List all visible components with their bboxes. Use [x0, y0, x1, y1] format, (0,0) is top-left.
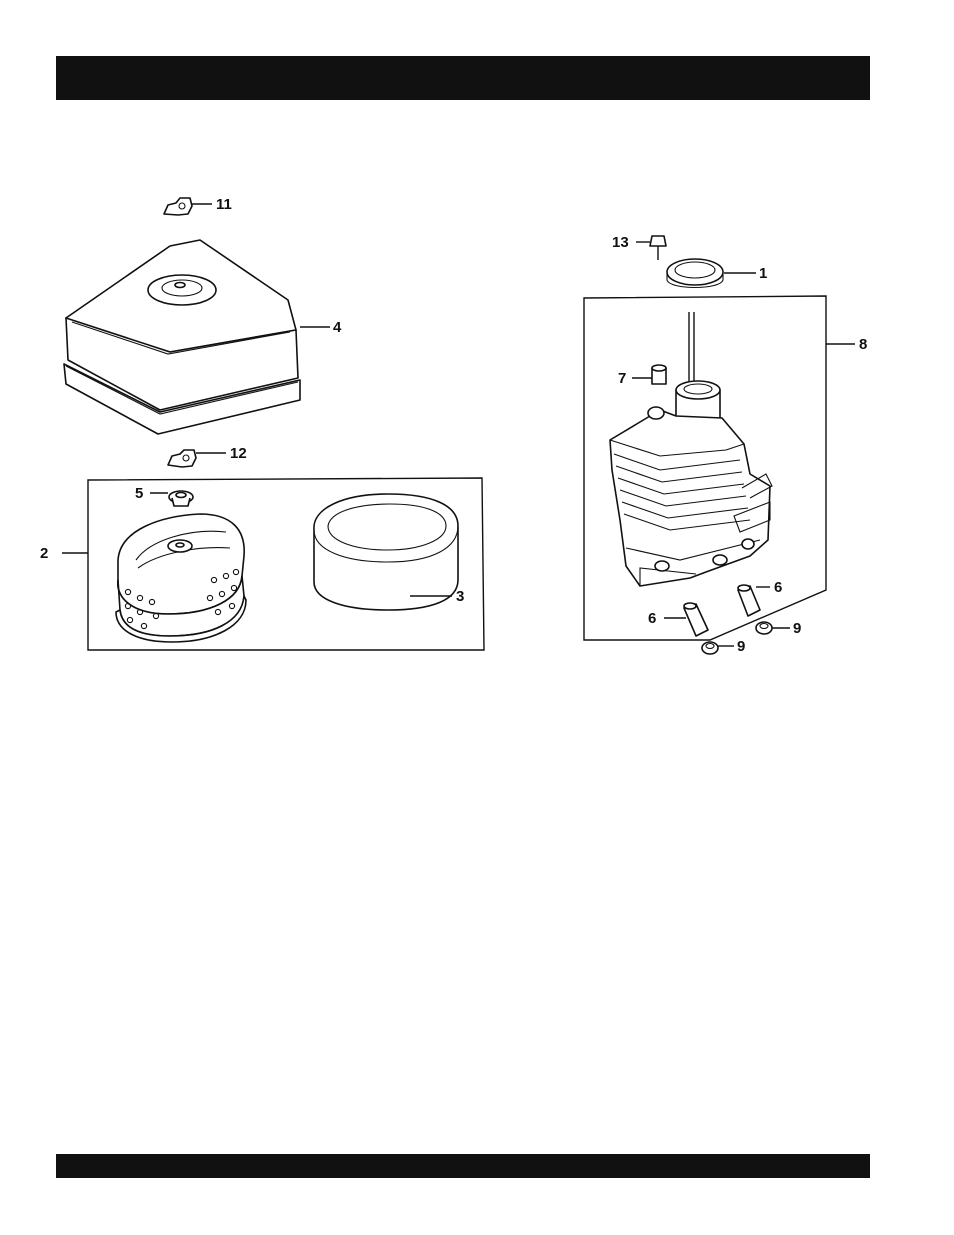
- callout-13: 13: [612, 234, 629, 251]
- collar-7: [632, 365, 666, 384]
- paper-filter-element-2: [116, 514, 246, 642]
- seal-ring-1: [667, 259, 756, 288]
- callout-11: 11: [216, 196, 232, 213]
- callout-6-right: 6: [774, 579, 782, 596]
- foam-pre-cleaner-3: [314, 494, 458, 610]
- callout-9-bottom: 9: [737, 638, 745, 655]
- exploded-parts-diagram: 11 4 12 2 5: [0, 0, 954, 700]
- callout-7: 7: [618, 370, 626, 387]
- callout-4: 4: [333, 319, 342, 336]
- callout-12: 12: [230, 445, 247, 462]
- bolt-13: [636, 236, 666, 260]
- footer-band: [56, 1154, 870, 1178]
- tube-6-right: [738, 585, 770, 616]
- callout-3: 3: [456, 588, 464, 605]
- grommet-5: [150, 491, 193, 506]
- cap-9-bottom: [702, 642, 734, 654]
- wing-nut-11: [164, 198, 212, 215]
- callout-2: 2: [40, 545, 48, 562]
- callout-6-left: 6: [648, 610, 656, 627]
- wing-nut-12: [168, 450, 226, 467]
- callout-8: 8: [859, 336, 867, 353]
- air-cleaner-cover-4: [64, 240, 330, 434]
- callout-9-right: 9: [793, 620, 801, 637]
- tube-6-left: [664, 603, 708, 636]
- callout-1: 1: [759, 265, 767, 282]
- air-cleaner-elbow-8: [610, 312, 772, 586]
- callout-5: 5: [135, 485, 143, 502]
- cap-9-right: [756, 622, 790, 634]
